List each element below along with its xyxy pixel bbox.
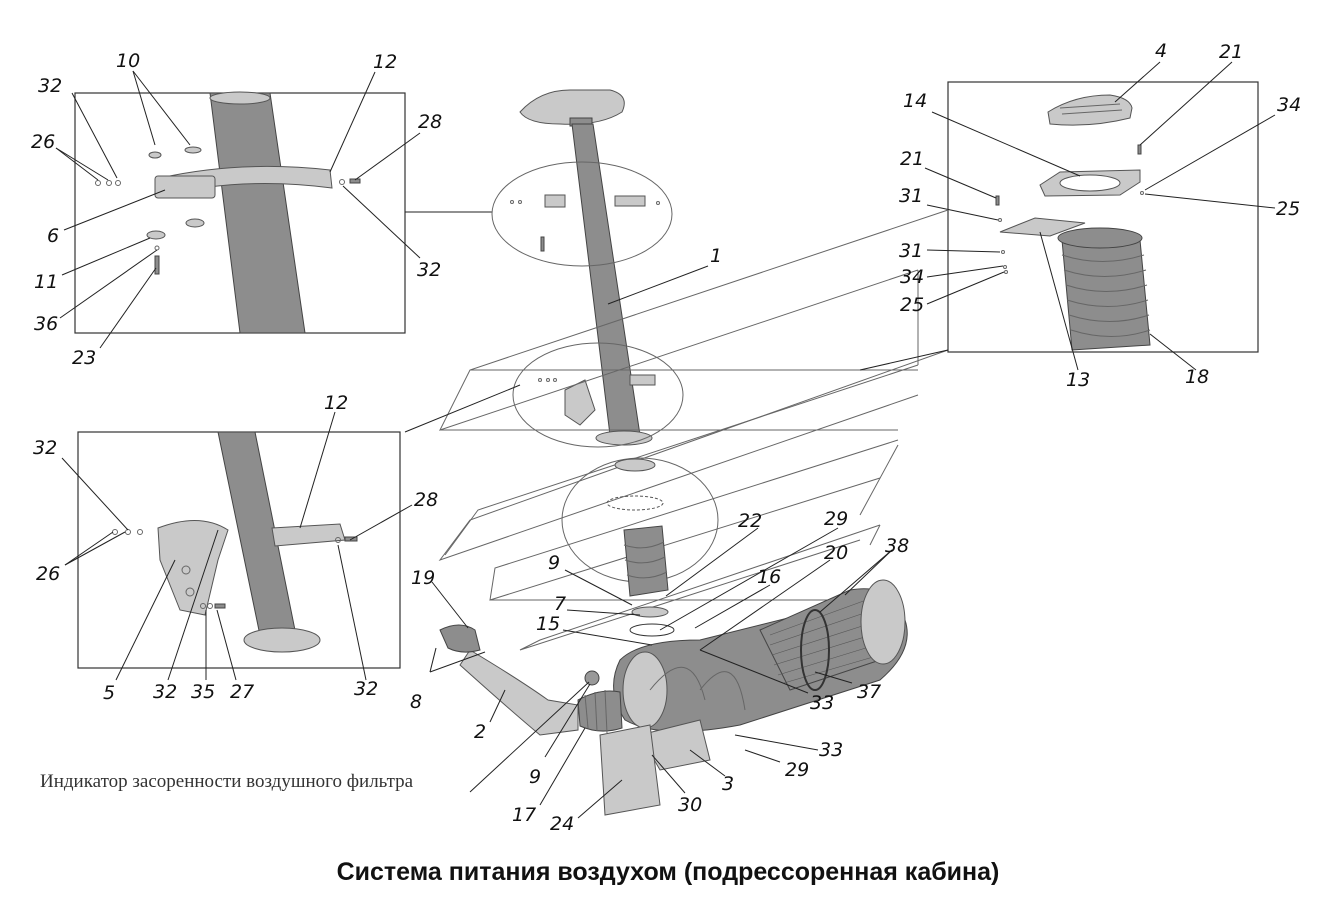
callout-34: 34 <box>900 266 924 288</box>
callout-23: 23 <box>72 347 96 369</box>
callout-28: 28 <box>418 111 442 133</box>
callout-31: 31 <box>899 240 923 262</box>
callout-30: 30 <box>678 794 702 816</box>
callout-32: 32 <box>354 678 378 700</box>
callout-38: 38 <box>885 535 909 557</box>
callout-11: 11 <box>34 271 58 293</box>
callout-33: 33 <box>819 739 843 761</box>
callout-32: 32 <box>33 437 57 459</box>
callout-5: 5 <box>103 682 115 704</box>
callout-13: 13 <box>1066 369 1090 391</box>
intake-column <box>491 89 709 448</box>
callout-34: 34 <box>1277 94 1301 116</box>
inset-upper-right <box>924 61 1276 371</box>
callout-labels: 10 32 26 12 28 6 32 11 36 23 1 4 21 14 3… <box>31 40 1301 835</box>
callout-9: 9 <box>548 552 560 574</box>
callout-22: 22 <box>738 510 762 532</box>
callout-12: 12 <box>373 51 397 73</box>
callout-8: 8 <box>410 691 422 713</box>
callout-21: 21 <box>1219 41 1243 63</box>
callout-37: 37 <box>857 681 881 703</box>
callout-24: 24 <box>550 813 574 835</box>
callout-2: 2 <box>474 721 486 743</box>
callout-14: 14 <box>903 90 927 112</box>
callout-7: 7 <box>554 593 566 615</box>
callout-25: 25 <box>1276 198 1300 220</box>
callout-32: 32 <box>153 681 177 703</box>
callout-35: 35 <box>191 681 215 703</box>
callout-18: 18 <box>1185 366 1209 388</box>
callout-27: 27 <box>230 681 254 703</box>
callout-36: 36 <box>34 313 58 335</box>
callout-9: 9 <box>529 766 541 788</box>
callout-29: 29 <box>824 508 848 530</box>
inset-lower-left <box>61 411 413 681</box>
callout-16: 16 <box>757 566 781 588</box>
callout-3: 3 <box>722 773 734 795</box>
callout-15: 15 <box>536 613 560 635</box>
callout-32: 32 <box>38 75 62 97</box>
callout-29: 29 <box>785 759 809 781</box>
callout-31: 31 <box>899 185 923 207</box>
callout-33: 33 <box>810 692 834 714</box>
callout-6: 6 <box>47 225 59 247</box>
callout-17: 17 <box>512 804 536 826</box>
callout-4: 4 <box>1155 40 1167 62</box>
callout-21: 21 <box>900 148 924 170</box>
callout-26: 26 <box>36 563 60 585</box>
callout-26: 26 <box>31 131 55 153</box>
callout-28: 28 <box>414 489 438 511</box>
callout-25: 25 <box>900 294 924 316</box>
callout-32: 32 <box>417 259 441 281</box>
page-title: Система питания воздухом (подрессоренная… <box>337 858 1000 886</box>
callout-1: 1 <box>710 245 722 267</box>
air-filter-assembly <box>429 457 908 819</box>
callout-10: 10 <box>116 50 140 72</box>
callout-12: 12 <box>324 392 348 414</box>
callout-20: 20 <box>824 542 848 564</box>
indicator-note: Индикатор засоренности воздушного фильтр… <box>40 771 414 792</box>
connection-frames <box>404 209 949 651</box>
callout-19: 19 <box>411 567 435 589</box>
inset-upper-left <box>55 70 421 349</box>
